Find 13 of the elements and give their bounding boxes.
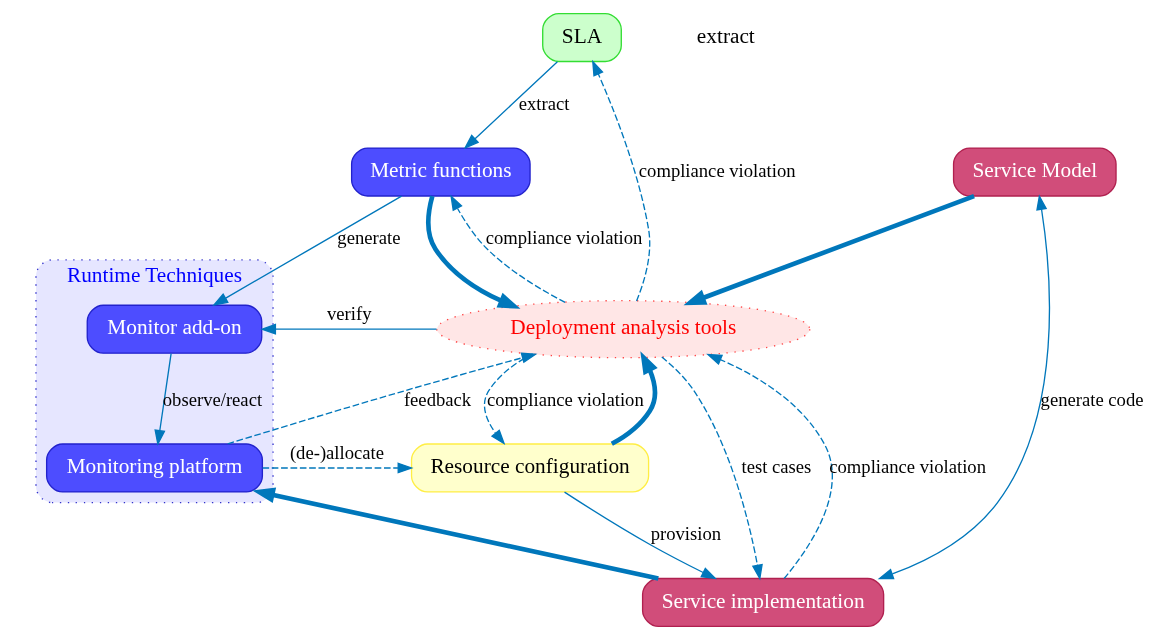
edge-label: feedback xyxy=(403,388,471,410)
edge-label: compliance violation xyxy=(638,159,796,181)
edge-label: (de-)allocate xyxy=(289,441,384,463)
edge-label: compliance violation xyxy=(828,455,986,477)
edge-label: test cases xyxy=(741,455,811,477)
edge-label: provision xyxy=(650,523,721,545)
edge-label: verify xyxy=(326,303,372,325)
label: extract xyxy=(696,23,755,48)
edge-label: generate code xyxy=(1040,388,1144,410)
edge-label: compliance violation xyxy=(485,227,642,249)
edge-label: extract xyxy=(518,92,569,114)
edge-label: compliance violation xyxy=(486,388,644,410)
edge-label: generate xyxy=(336,227,400,249)
